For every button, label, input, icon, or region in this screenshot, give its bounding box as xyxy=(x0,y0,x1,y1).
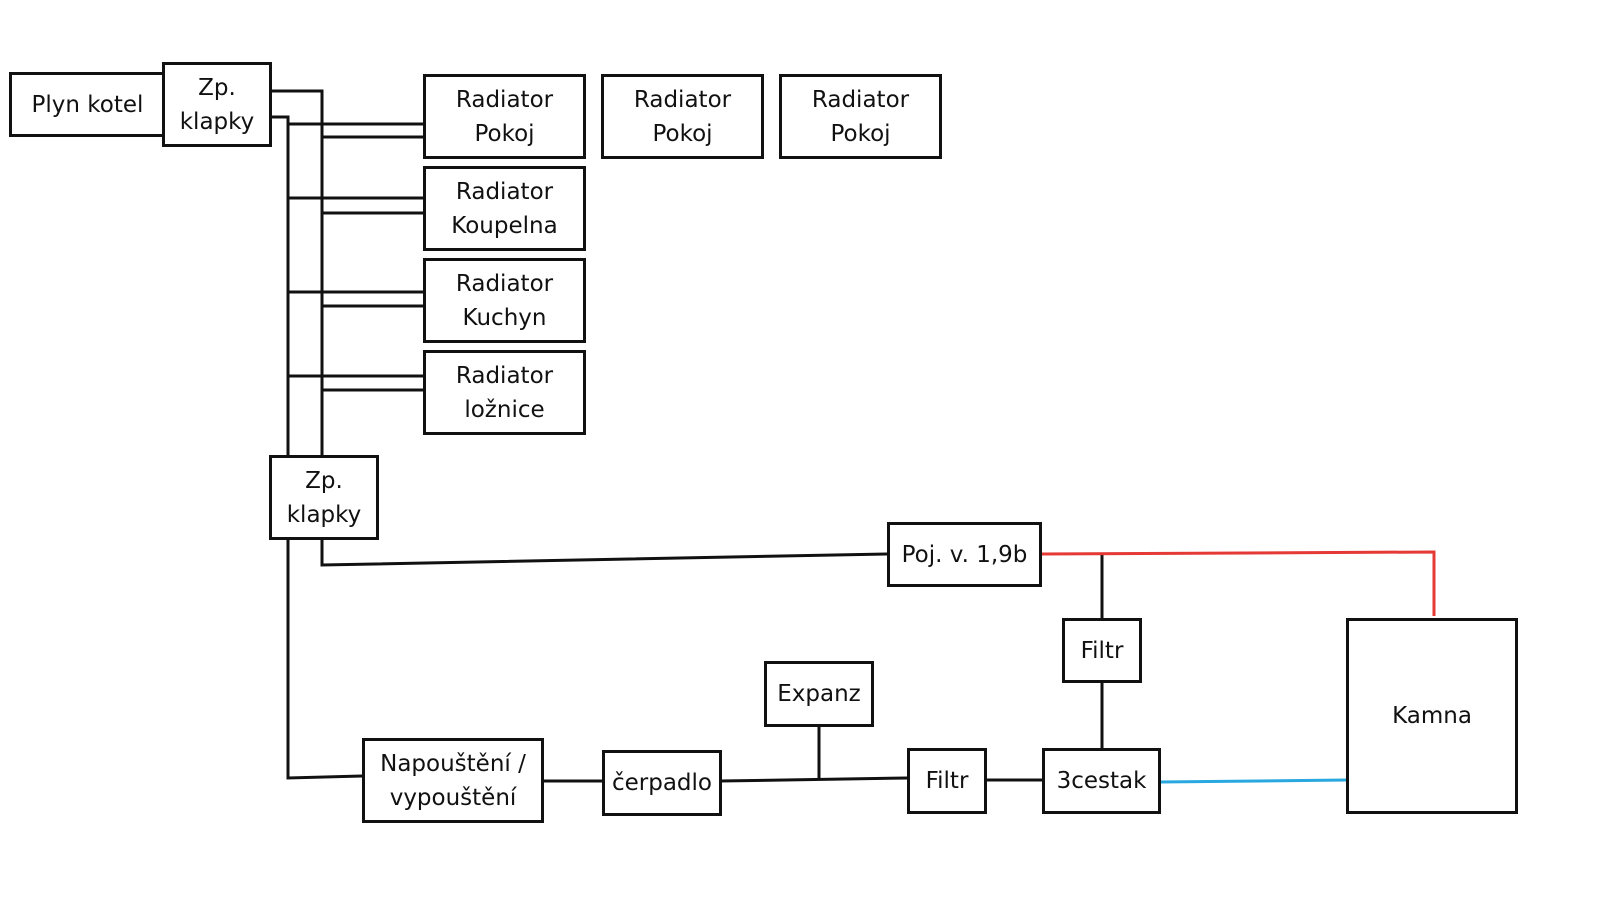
stove-box: Kamna xyxy=(1346,618,1518,814)
node-label: Radiator xyxy=(455,270,554,297)
radiator-pokoj-1-box: Radiator Pokoj xyxy=(423,74,586,159)
node-label: ložnice xyxy=(464,396,545,423)
node-label: Plyn kotel xyxy=(31,91,144,118)
pipe-return-start xyxy=(272,115,290,124)
node-label: Pokoj xyxy=(474,120,535,147)
node-label: Filtr xyxy=(1080,637,1124,664)
node-label: Radiator xyxy=(455,86,554,113)
node-label: Zp. xyxy=(305,467,343,494)
three-way-valve-box: 3cestak xyxy=(1042,748,1161,814)
pipe-connections xyxy=(272,89,1104,783)
pipe-pump-filter xyxy=(719,776,909,783)
gas-boiler-box: Plyn kotel xyxy=(9,72,166,137)
expansion-tank-box: Expanz xyxy=(764,661,874,727)
radiator-pokoj-2-box: Radiator Pokoj xyxy=(601,74,764,159)
node-label: Filtr xyxy=(925,768,969,794)
pipe-return-down xyxy=(286,537,363,780)
fill-drain-box: Napouštění / vypouštění xyxy=(362,738,544,823)
node-label: klapky xyxy=(286,501,362,528)
node-label: Pokoj xyxy=(830,120,891,147)
safety-valve-box: Poj. v. 1,9b xyxy=(887,522,1042,587)
filter-upper-box: Filtr xyxy=(1062,618,1142,683)
node-label: Kamna xyxy=(1392,703,1472,729)
node-label: Napouštění / xyxy=(380,750,526,777)
node-label: vypouštění xyxy=(389,784,517,811)
pipe-supply-start xyxy=(272,89,324,124)
radiator-loznice-box: Radiator ložnice xyxy=(423,350,586,435)
pipe-to-safety-valve xyxy=(320,537,888,567)
radiator-kuchyn-box: Radiator Kuchyn xyxy=(423,258,586,343)
hot-pipe xyxy=(1040,550,1436,616)
node-label: Radiator xyxy=(455,178,554,205)
check-valve-top-box: Zp. klapky xyxy=(162,62,272,147)
node-label: Pokoj xyxy=(652,120,713,147)
node-label: Kuchyn xyxy=(462,304,547,331)
pump-box: čerpadlo xyxy=(602,750,722,816)
node-label: Koupelna xyxy=(451,212,558,239)
node-label: čerpadlo xyxy=(611,770,712,796)
node-label: Poj. v. 1,9b xyxy=(901,541,1028,568)
node-label: Radiator xyxy=(633,86,732,113)
node-label: Zp. xyxy=(198,74,236,101)
filter-lower-box: Filtr xyxy=(907,748,987,814)
node-label: klapky xyxy=(179,108,255,135)
radiator-pokoj-3-box: Radiator Pokoj xyxy=(779,74,942,159)
node-label: Radiator xyxy=(811,86,910,113)
radiator-koupelna-box: Radiator Koupelna xyxy=(423,166,586,251)
node-label: 3cestak xyxy=(1056,768,1147,794)
node-label: Expanz xyxy=(777,681,861,707)
cold-pipe xyxy=(1159,778,1348,784)
check-valve-mid-box: Zp. klapky xyxy=(269,455,379,540)
node-label: Radiator xyxy=(455,362,554,389)
